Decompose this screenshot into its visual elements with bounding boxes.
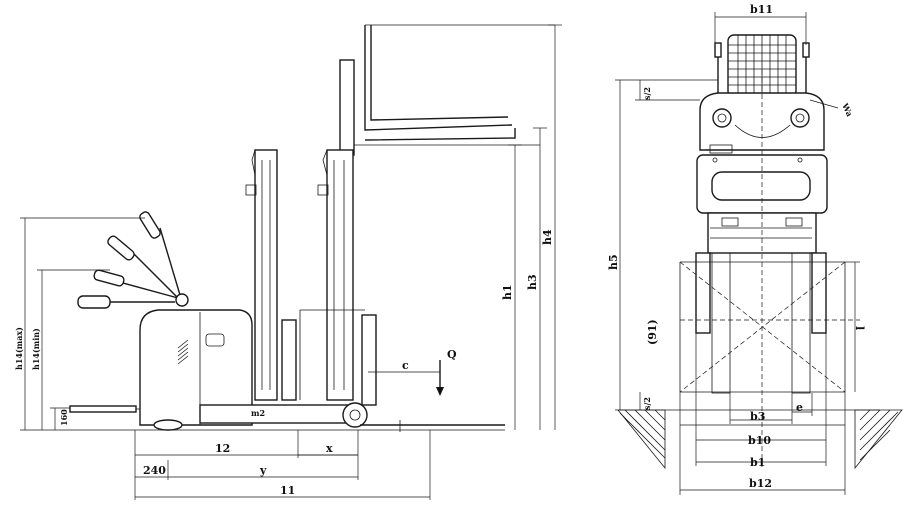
load-center-marker: c Q <box>368 348 457 396</box>
front-width-dimensions: b3 e b10 b1 b12 <box>679 333 846 495</box>
front-height-dimensions: h5 s/2 s/2 (91) <box>607 79 718 410</box>
hs-label: h5 <box>607 254 620 270</box>
front-body <box>696 92 828 254</box>
h14min-label: h14(min) <box>31 328 41 370</box>
d240-label: 240 <box>143 464 166 477</box>
h14max-label: h14(max) <box>14 327 24 370</box>
b11-label: b11 <box>750 3 773 16</box>
truck-body <box>69 309 368 431</box>
b12-label: b12 <box>749 477 772 490</box>
height-dimensions: h4 h3 h1 <box>501 24 562 430</box>
s2-top-label: s/2 <box>642 87 652 100</box>
front-ground <box>615 409 903 470</box>
l1-label: 11 <box>280 484 295 497</box>
h160-label: 160 <box>59 409 69 426</box>
e-label: e <box>796 401 803 414</box>
length-dimensions: 12 x 240 y 11 <box>134 430 431 500</box>
mast-lowered <box>245 149 297 401</box>
front-legs <box>679 70 860 470</box>
y-label: y <box>259 464 267 477</box>
tiller-height-dimensions: h14(max) h14(min) 160 <box>14 217 145 430</box>
radius-leader <box>809 99 839 109</box>
m2-label: m2 <box>251 408 265 418</box>
n91-label: (91) <box>646 319 659 345</box>
c-label: c <box>402 359 409 372</box>
b3-label: b3 <box>750 410 765 423</box>
b10-label: b10 <box>748 434 771 447</box>
h1-label: h1 <box>501 284 514 300</box>
l-label: l <box>853 326 866 330</box>
side-view: c Q h4 h3 h1 h14(max) h14(min) 160 <box>14 24 562 500</box>
h4-label: h4 <box>541 229 554 245</box>
raised-forks <box>354 24 555 146</box>
s2-bottom-label: s/2 <box>642 397 652 410</box>
x-label: x <box>326 442 333 455</box>
mast-raised <box>299 59 377 406</box>
tiller-handles <box>77 211 189 309</box>
radius-label: Wa <box>840 101 855 118</box>
Q-label: Q <box>447 348 457 361</box>
b11-dimension: b11 <box>714 3 807 45</box>
l2-label: 12 <box>215 442 230 455</box>
front-view: b11 <box>607 3 903 495</box>
h3-label: h3 <box>526 274 539 290</box>
b1-label: b1 <box>750 456 765 469</box>
